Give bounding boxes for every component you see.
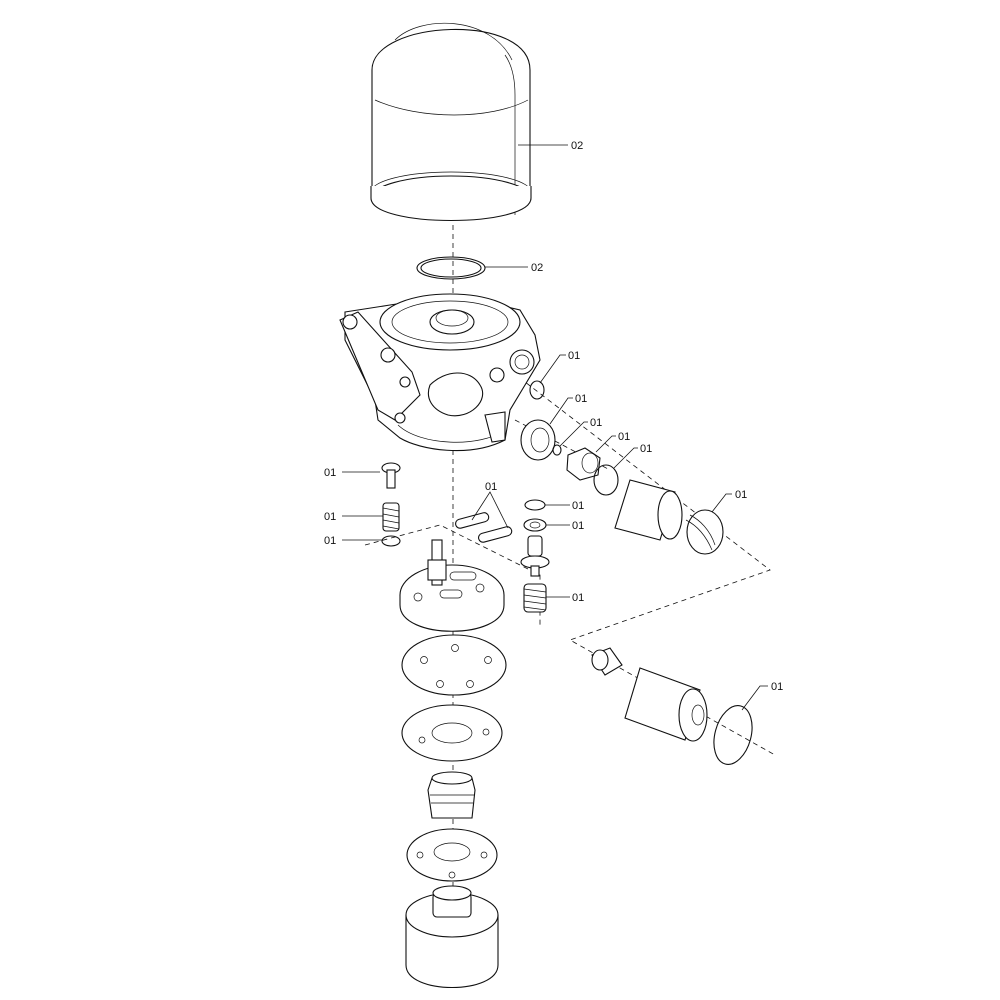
small-o-ring-housing [529, 380, 545, 400]
callout-02-o-ring: 02 [485, 262, 543, 274]
callout-01-housing-ring: 01 [539, 350, 580, 384]
callout-01-check-valve: 01 [595, 431, 630, 453]
valve-body [427, 771, 476, 819]
callout-01-valve-spring: 01 [546, 592, 584, 604]
callout-label: 01 [568, 350, 580, 362]
callout-label: 01 [572, 520, 584, 532]
callout-01-gasket: 01 [549, 393, 587, 425]
large-snap-ring [713, 705, 753, 765]
callout-02-cartridge: 02 [518, 140, 583, 152]
flat-gasket [520, 419, 556, 461]
callout-label: 02 [531, 262, 543, 274]
bottom-cap [405, 885, 499, 988]
small-o-ring-left [381, 535, 401, 547]
valve-stem [520, 535, 550, 577]
valve-plate [399, 539, 505, 632]
compression-spring [382, 502, 400, 532]
flange-disc [406, 828, 498, 882]
callout-01-small-seal: 01 [559, 417, 602, 447]
callout-label: 01 [590, 417, 602, 429]
callout-01-oval-seals: 01 [471, 481, 509, 529]
callout-label: 01 [771, 681, 783, 693]
cartridge-o-ring [416, 256, 486, 280]
valve-o-ring [593, 464, 619, 496]
filter-sleeve [614, 479, 683, 541]
valve-housing [339, 293, 541, 452]
callout-01-heater-spring: 01 [711, 489, 747, 513]
o-ring-upper [524, 499, 546, 511]
small-plug [591, 647, 623, 676]
callout-label: 01 [572, 500, 584, 512]
callout-label: 01 [324, 467, 336, 479]
callout-label: 02 [571, 140, 583, 152]
oval-seal-rings [455, 512, 513, 543]
callout-01-screw: 01 [324, 467, 380, 479]
callout-01-seal-washer: 01 [546, 520, 584, 532]
callout-01-o-ring-upper: 01 [545, 500, 584, 512]
callout-label: 01 [324, 535, 336, 547]
callout-01-o-ring-left: 01 [324, 535, 382, 547]
check-valve [566, 447, 601, 481]
callout-01-spring: 01 [324, 511, 383, 523]
filter-element [624, 667, 708, 742]
callout-label: 01 [324, 511, 336, 523]
callout-01-snap-ring: 01 [741, 681, 783, 711]
callout-label: 01 [572, 592, 584, 604]
callout-label: 01 [575, 393, 587, 405]
valve-spring [523, 583, 547, 613]
callout-label: 01 [618, 431, 630, 443]
callout-label: 01 [640, 443, 652, 455]
filter-cartridge [370, 22, 532, 221]
small-seal [552, 444, 562, 456]
seal-washer [523, 518, 547, 532]
callout-01-valve-ring: 01 [613, 443, 652, 469]
diaphragm-1 [401, 634, 507, 696]
screw [381, 462, 401, 489]
side-axis-line [511, 371, 776, 756]
callout-label: 01 [735, 489, 747, 501]
diaphragm-2 [401, 704, 503, 762]
plate-axis-line [364, 524, 541, 625]
heater-spring [685, 509, 724, 555]
callout-label: 01 [485, 481, 497, 493]
